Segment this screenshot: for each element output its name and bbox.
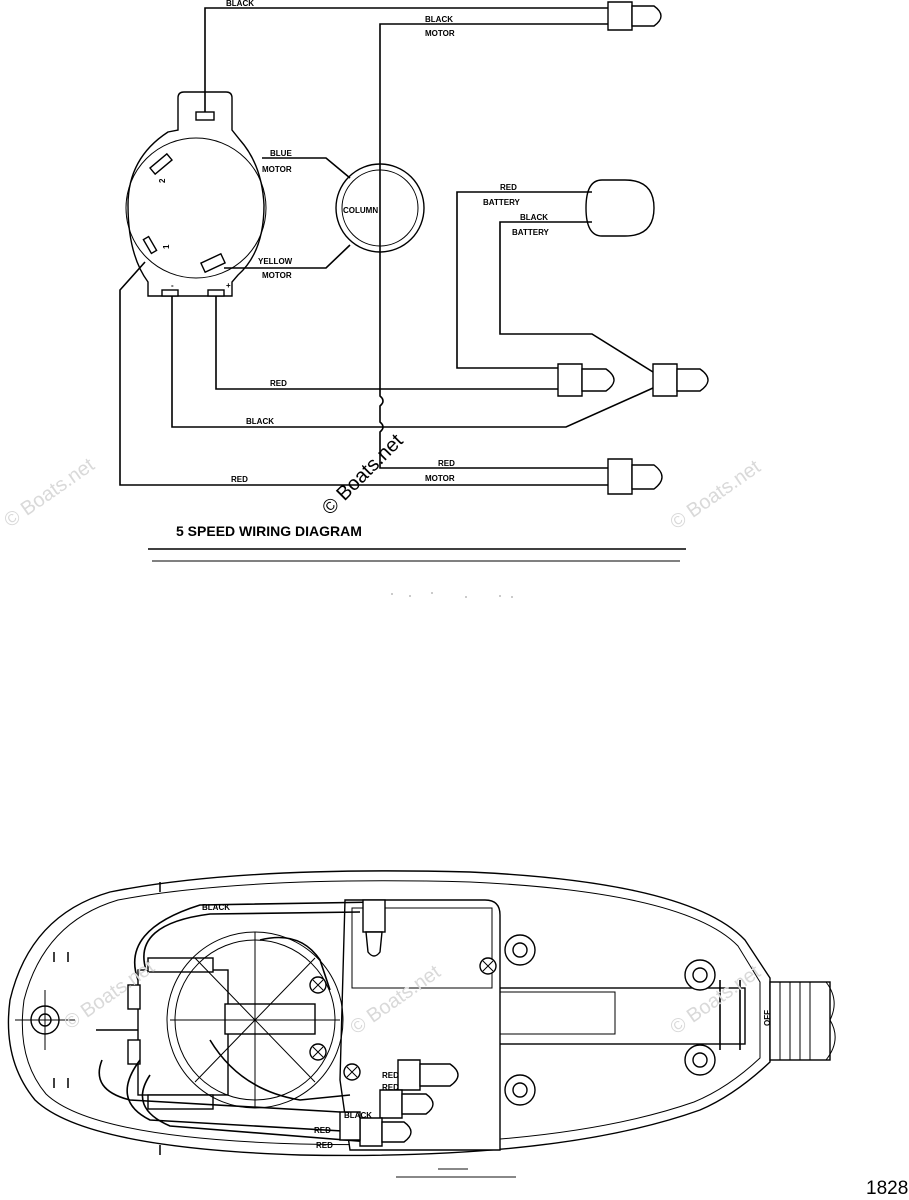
switch-terminal-yellow (199, 252, 227, 274)
head-label-red-1: RED (382, 1071, 399, 1080)
head-label-black: BLACK (202, 903, 230, 912)
switch-label-2: 2 (158, 178, 167, 183)
switch-terminal-1 (142, 235, 158, 255)
wire-black-top (204, 7, 608, 112)
head-switch-block (127, 957, 316, 1110)
scan-specks (391, 592, 513, 598)
watermark-right: © Boats.net (666, 456, 765, 534)
head-connectors-bottom (339, 1059, 459, 1147)
label-yellow: YELLOW (258, 257, 293, 266)
head-screws (309, 957, 497, 1081)
motor-head-assembly: OFF (7, 870, 836, 1157)
switch-label-1: 1 (162, 244, 171, 249)
head-label-red-3: RED (314, 1126, 331, 1135)
head-housing-inner (21, 880, 761, 1146)
wire-red-motor (119, 261, 608, 486)
head-label-red-2: RED (382, 1083, 399, 1092)
connector-mid-2 (652, 363, 709, 397)
label-black-mid: BLACK (246, 417, 274, 426)
label-black-battery: BLACK (520, 213, 548, 222)
label-blue: BLUE (270, 149, 292, 158)
switch-terminal-minus (161, 289, 179, 297)
label-motor-1: MOTOR (425, 29, 455, 38)
wire-yellow-motor (224, 244, 351, 269)
head-wire-harness (96, 901, 381, 1143)
head-end-plug (769, 981, 836, 1061)
label-red-motor: RED (438, 459, 455, 468)
connector-top (607, 1, 662, 31)
battery (585, 179, 655, 237)
wire-black-battery (499, 221, 654, 373)
head-label-red-4: RED (316, 1141, 333, 1150)
head-fan-wheel (166, 931, 344, 1109)
switch-label-minus: - (171, 281, 174, 290)
watermark-center: © Boats.net (318, 430, 408, 520)
switch-terminal-plus (207, 289, 225, 297)
wire-black-minus (171, 296, 654, 428)
head-circuit-board (339, 899, 501, 1151)
label-black-motor-1: BLACK (425, 15, 453, 24)
label-red-bottom: RED (231, 475, 248, 484)
label-motor-2: MOTOR (425, 474, 455, 483)
connector-bottom (607, 458, 663, 495)
speed-switch: 2 1 - + (125, 91, 267, 297)
wire-red-plus (215, 296, 558, 390)
diagram-title: 5 SPEED WIRING DIAGRAM (176, 523, 362, 539)
label-red-battery: RED (500, 183, 517, 192)
label-battery-1: BATTERY (483, 198, 521, 207)
column-label: COLUMN (343, 206, 378, 215)
head-tick-marks (53, 882, 161, 1155)
wire-black-motor (379, 23, 608, 469)
switch-label-plus: + (226, 281, 231, 290)
wiring-diagram: 2 1 - + COLUMN (119, 0, 709, 598)
label-battery-2: BATTERY (512, 228, 550, 237)
label-red-mid: RED (270, 379, 287, 388)
switch-terminal-2 (149, 152, 173, 176)
head-label-black-2: BLACK (344, 1111, 372, 1120)
switch-terminal-top (195, 111, 215, 121)
page-number: 1828 (866, 1178, 908, 1199)
connector-mid-1 (557, 363, 615, 397)
head-label-off: OFF (763, 1010, 772, 1026)
label-blue-motor: MOTOR (262, 165, 292, 174)
wire-red-battery (456, 191, 592, 369)
head-connector-top (362, 899, 386, 957)
watermark-left: © Boats.net (0, 454, 99, 532)
footer-fine-print (396, 1168, 516, 1178)
label-black-top: BLACK (226, 0, 254, 8)
head-mounting-bosses (15, 934, 716, 1106)
wire-blue-motor (262, 157, 351, 179)
label-yellow-motor: MOTOR (262, 271, 292, 280)
